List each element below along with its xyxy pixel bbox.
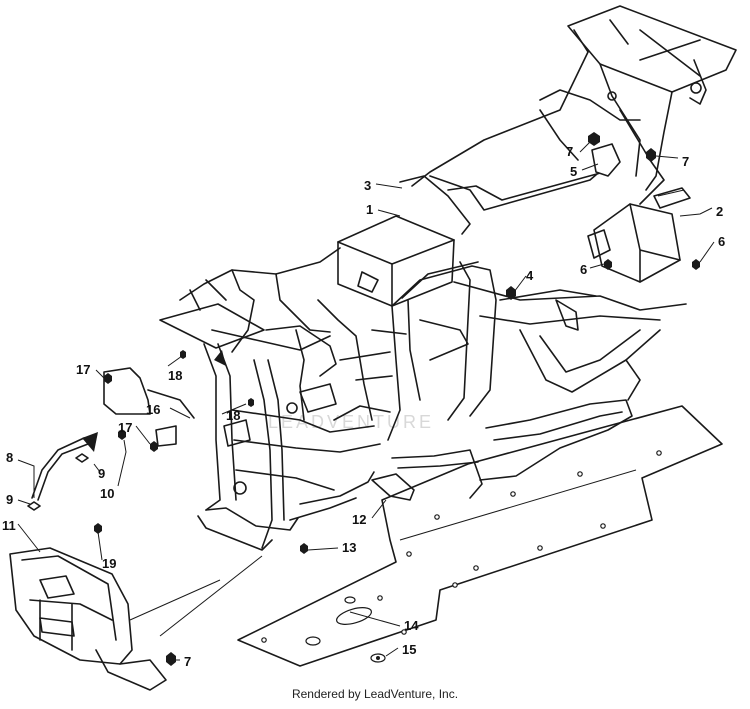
callout-5: 5 bbox=[570, 164, 577, 179]
fasteners bbox=[94, 286, 516, 666]
callout-9-a: 9 bbox=[98, 466, 105, 481]
callout-17-a: 17 bbox=[76, 362, 90, 377]
callout-17-b: 17 bbox=[118, 420, 132, 435]
electrical-mount-bracket bbox=[587, 187, 700, 283]
callout-18-b: 18 bbox=[226, 408, 240, 423]
leader-lines bbox=[17, 141, 715, 661]
callout-6-a: 6 bbox=[580, 262, 587, 277]
rear-frame-section bbox=[399, 5, 737, 235]
callout-12: 12 bbox=[352, 512, 366, 527]
callout-11: 11 bbox=[2, 518, 16, 533]
callout-15: 15 bbox=[402, 642, 416, 657]
callout-18-a: 18 bbox=[168, 368, 182, 383]
callout-7-b: 7 bbox=[682, 154, 689, 169]
callout-1: 1 bbox=[366, 202, 373, 217]
callout-9-b: 9 bbox=[6, 492, 13, 507]
main-frame bbox=[159, 215, 687, 551]
skid-plate bbox=[237, 405, 723, 667]
callout-8: 8 bbox=[6, 450, 13, 465]
callout-10: 10 bbox=[100, 486, 114, 501]
front-bumper bbox=[9, 547, 167, 691]
callout-4: 4 bbox=[526, 268, 534, 283]
callout-2: 2 bbox=[716, 204, 723, 219]
callout-3: 3 bbox=[364, 178, 371, 193]
watermark-text: LEADVENTURE bbox=[268, 412, 434, 432]
bumper-brackets bbox=[27, 367, 195, 511]
callouts: 1 2 3 4 5 6 6 7 7 7 8 9 9 10 11 12 13 14… bbox=[2, 144, 725, 669]
callout-14: 14 bbox=[404, 618, 419, 633]
footer-credit: Rendered by LeadVenture, Inc. bbox=[291, 687, 459, 701]
callout-16: 16 bbox=[146, 402, 160, 417]
callout-19: 19 bbox=[102, 556, 116, 571]
callout-7-a: 7 bbox=[566, 144, 573, 159]
callout-13: 13 bbox=[342, 540, 356, 555]
callout-6-b: 6 bbox=[718, 234, 725, 249]
rear-bracket bbox=[588, 132, 656, 177]
callout-7-c: 7 bbox=[184, 654, 191, 669]
